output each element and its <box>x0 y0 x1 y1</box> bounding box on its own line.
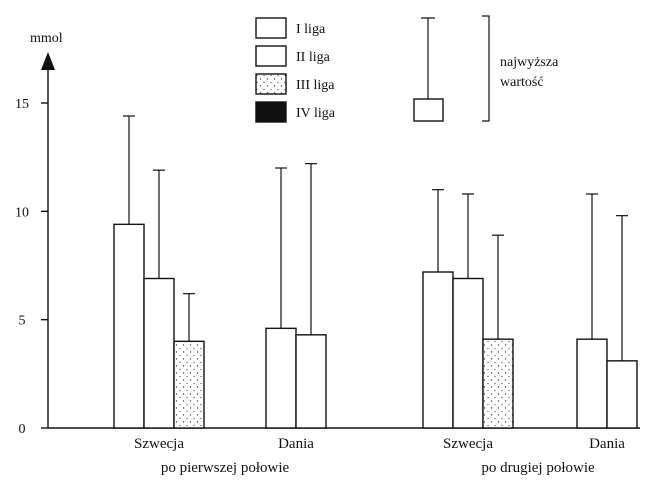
bars-layer <box>113 115 638 429</box>
group-label-0: po pierwszej połowie <box>161 460 290 476</box>
y-axis-ticks: 0 5 10 15 <box>15 97 48 437</box>
bar-2-0 <box>422 271 454 429</box>
legend-label-ii-liga: II liga <box>296 50 331 65</box>
bar-0-2 <box>173 340 205 429</box>
bar-1-1 <box>295 334 327 429</box>
y-tick-label-3: 15 <box>15 97 29 112</box>
legend-label-i-liga: I liga <box>296 22 326 37</box>
legend-whisker-box <box>413 98 444 122</box>
bar-2-1 <box>452 277 484 429</box>
legend-label-iv-liga: IV liga <box>296 106 336 121</box>
category-labels: Szwecja Dania po pierwszej połowie Szwecja D… <box>134 436 625 476</box>
category-label-3: Dania <box>589 436 625 452</box>
legend-whisker-label-line1: najwyższa <box>500 55 559 70</box>
group-label-1: po drugiej połowie <box>481 460 595 476</box>
bar-0-0 <box>113 223 145 429</box>
y-axis-unit-label: mmol <box>30 31 63 46</box>
legend-swatch-ii-liga <box>255 45 287 67</box>
y-tick-label-2: 10 <box>15 205 29 220</box>
y-axis-arrow <box>41 52 55 70</box>
y-tick-label-1: 5 <box>19 314 26 329</box>
category-label-1: Dania <box>278 436 314 452</box>
legend-bracket <box>482 15 490 122</box>
category-label-2: Szwecja <box>443 436 493 452</box>
y-tick-label-0: 0 <box>19 422 26 437</box>
legend: I liga II liga III liga IV liga najwyższ… <box>255 15 559 123</box>
legend-swatch-iii-liga <box>255 73 287 95</box>
bar-3-0 <box>576 338 608 429</box>
legend-swatch-i-liga <box>255 17 287 39</box>
bar-1-0 <box>265 327 297 429</box>
bar-3-1 <box>606 360 638 429</box>
legend-whisker-label-line2: wartość <box>500 75 544 90</box>
legend-label-iii-liga: III liga <box>296 78 335 93</box>
legend-swatch-iv-liga <box>255 101 287 123</box>
bar-0-1 <box>143 277 175 429</box>
bar-2-2 <box>482 338 514 429</box>
category-label-0: Szwecja <box>134 436 184 452</box>
